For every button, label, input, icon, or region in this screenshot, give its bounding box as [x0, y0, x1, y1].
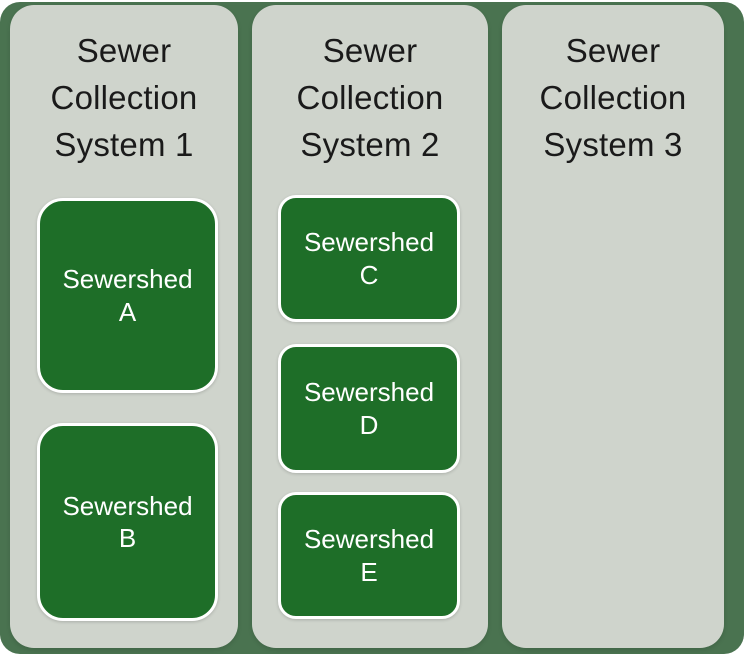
column-title-system-3: Sewer Collection System 3 — [539, 32, 687, 163]
column-title-system-1: Sewer Collection System 1 — [50, 32, 198, 163]
column-sewer-collection-system-3: Sewer Collection System 3 — [502, 5, 724, 648]
sewershed-e-box: Sewershed E — [278, 492, 460, 619]
sewershed-c-box: Sewershed C — [278, 195, 460, 322]
sewershed-a-box: Sewershed A — [37, 198, 218, 393]
sewershed-a-label: Sewershed A — [62, 264, 193, 327]
column-sewer-collection-system-1: Sewer Collection System 1 Sewershed A Se… — [10, 5, 238, 648]
sewershed-b-label: Sewershed B — [62, 490, 193, 554]
sewershed-b-box: Sewershed B — [37, 423, 218, 621]
column-sewer-collection-system-2: Sewer Collection System 2 Sewershed C Se… — [252, 5, 488, 648]
sewershed-d-box: Sewershed D — [278, 344, 460, 473]
column-title-system-2: Sewer Collection System 2 — [296, 32, 444, 163]
sewershed-e-label: Sewershed E — [303, 524, 435, 587]
sewershed-c-label: Sewershed C — [303, 227, 435, 290]
sewershed-d-label: Sewershed D — [303, 377, 435, 440]
